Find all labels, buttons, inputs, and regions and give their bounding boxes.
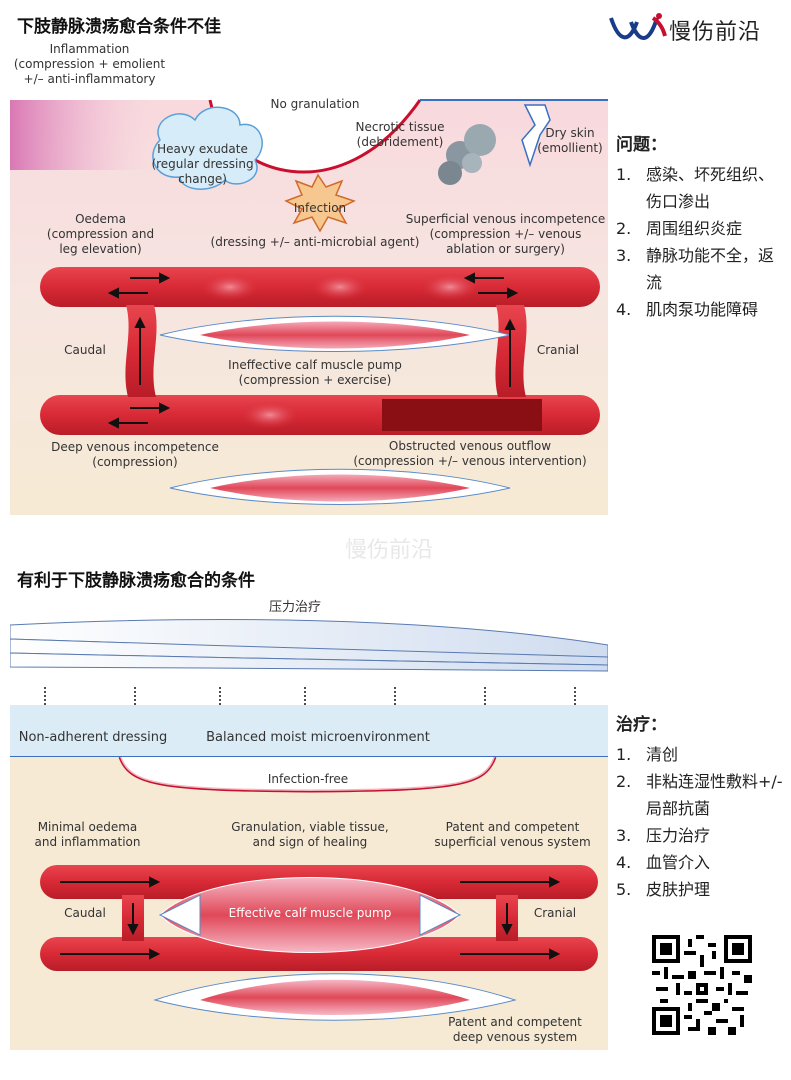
treatment-heading: 治疗： (616, 715, 667, 735)
treatment-item: 2.非粘连湿性敷料+/-局部抗菌 (616, 772, 783, 818)
label-cranial-bottom: Cranial (533, 906, 577, 920)
label-minimal-oedema: Minimal oedema and inflammation (34, 820, 141, 849)
bottom-section-title: 有利于下肢静脉溃疡愈合的条件 (17, 571, 255, 591)
necrotic-tissue-icon (438, 124, 496, 185)
label-oedema: Oedema (compression and leg elevation) (46, 212, 155, 256)
label-caudal-top: Caudal (64, 343, 106, 357)
infection-burst-icon (284, 173, 356, 233)
deep-vein-healthy (40, 937, 598, 971)
effective-calf-muscle (158, 877, 462, 953)
label-dry-skin: Dry skin (emollient) (537, 126, 603, 155)
label-necrotic-tissue: Necrotic tissue (debridement) (355, 120, 445, 149)
treatment-item: 1.清创 (616, 745, 679, 764)
inflamed-skin (10, 100, 150, 170)
label-cranial-top: Cranial (536, 343, 580, 357)
watermark: 慢伤前沿 (345, 538, 434, 563)
compression-bandage (10, 619, 608, 672)
brand-logo: 慢伤前沿 (609, 12, 761, 48)
label-ineffective-pump: Ineffective calf muscle pump (compressio… (228, 358, 402, 387)
treatment-item: 3.压力治疗 (616, 826, 711, 845)
label-compression: 压力治疗 (268, 600, 321, 615)
label-no-granulation: No granulation (270, 97, 360, 111)
label-patent-superficial: Patent and competent superficial venous … (434, 820, 591, 849)
label-balanced-moist: Balanced moist microenvironment (206, 730, 430, 745)
top-section-title: 下肢静脉溃疡愈合条件不佳 (17, 17, 221, 37)
label-infection: Infection (293, 201, 347, 215)
dry-skin-crack (521, 104, 551, 168)
calf-muscle-upper (159, 315, 511, 352)
brand-name: 慢伤前沿 (669, 20, 762, 45)
dressing-layer (10, 705, 608, 757)
problem-item: 3.静脉功能不全，返流 (616, 246, 775, 292)
treatment-item: 4.血管介入 (616, 853, 711, 872)
qr-code[interactable] (652, 935, 752, 1035)
good-healing-diagram (10, 619, 608, 1050)
label-caudal-bottom: Caudal (64, 906, 106, 920)
label-dressing: (dressing +/– anti-microbial agent) (210, 235, 420, 249)
problems-panel: 问题： 1.感染、坏死组织、伤口渗出 2.周围组织炎症 3.静脉功能不全，返流 … (616, 130, 788, 323)
label-inflammation: Inflammation (compression + emolient +/–… (13, 42, 166, 86)
treatment-panel: 治疗： 1.清创 2.非粘连湿性敷料+/-局部抗菌 3.压力治疗 4.血管介入 … (616, 710, 788, 903)
problem-item: 1.感染、坏死组织、伤口渗出 (616, 165, 775, 211)
label-effective-pump: Effective calf muscle pump (228, 906, 392, 920)
problems-heading: 问题： (616, 135, 667, 155)
label-heavy-exudate: Heavy exudate (regular dressing change) (151, 142, 254, 186)
calf-muscle-lower (169, 468, 511, 505)
exudate-cloud (152, 106, 263, 190)
label-patent-deep: Patent and competent deep venous system (448, 1015, 582, 1044)
problem-item: 2.周围组织炎症 (616, 219, 743, 238)
poor-healing-diagram (10, 99, 608, 515)
flow-arrows-healthy (60, 876, 561, 960)
label-non-adherent: Non-adherent dressing (18, 730, 168, 745)
label-granulation: Granulation, viable tissue, and sign of … (231, 820, 389, 849)
label-deep-incompetence: Deep venous incompetence (compression) (51, 440, 219, 469)
label-obstructed-outflow: Obstructed venous outflow (compression +… (353, 439, 587, 468)
label-superficial-incompetence: Superficial venous incompetence (compres… (405, 212, 606, 256)
label-infection-free: Infection-free (267, 772, 349, 786)
logo-icon (609, 13, 667, 40)
problem-item: 4.肌肉泵功能障碍 (616, 300, 759, 319)
obstruction-block (382, 399, 542, 431)
flow-arrows (107, 272, 519, 429)
treatment-item: 5.皮肤护理 (616, 880, 711, 899)
lower-calf-muscle (153, 973, 517, 1021)
